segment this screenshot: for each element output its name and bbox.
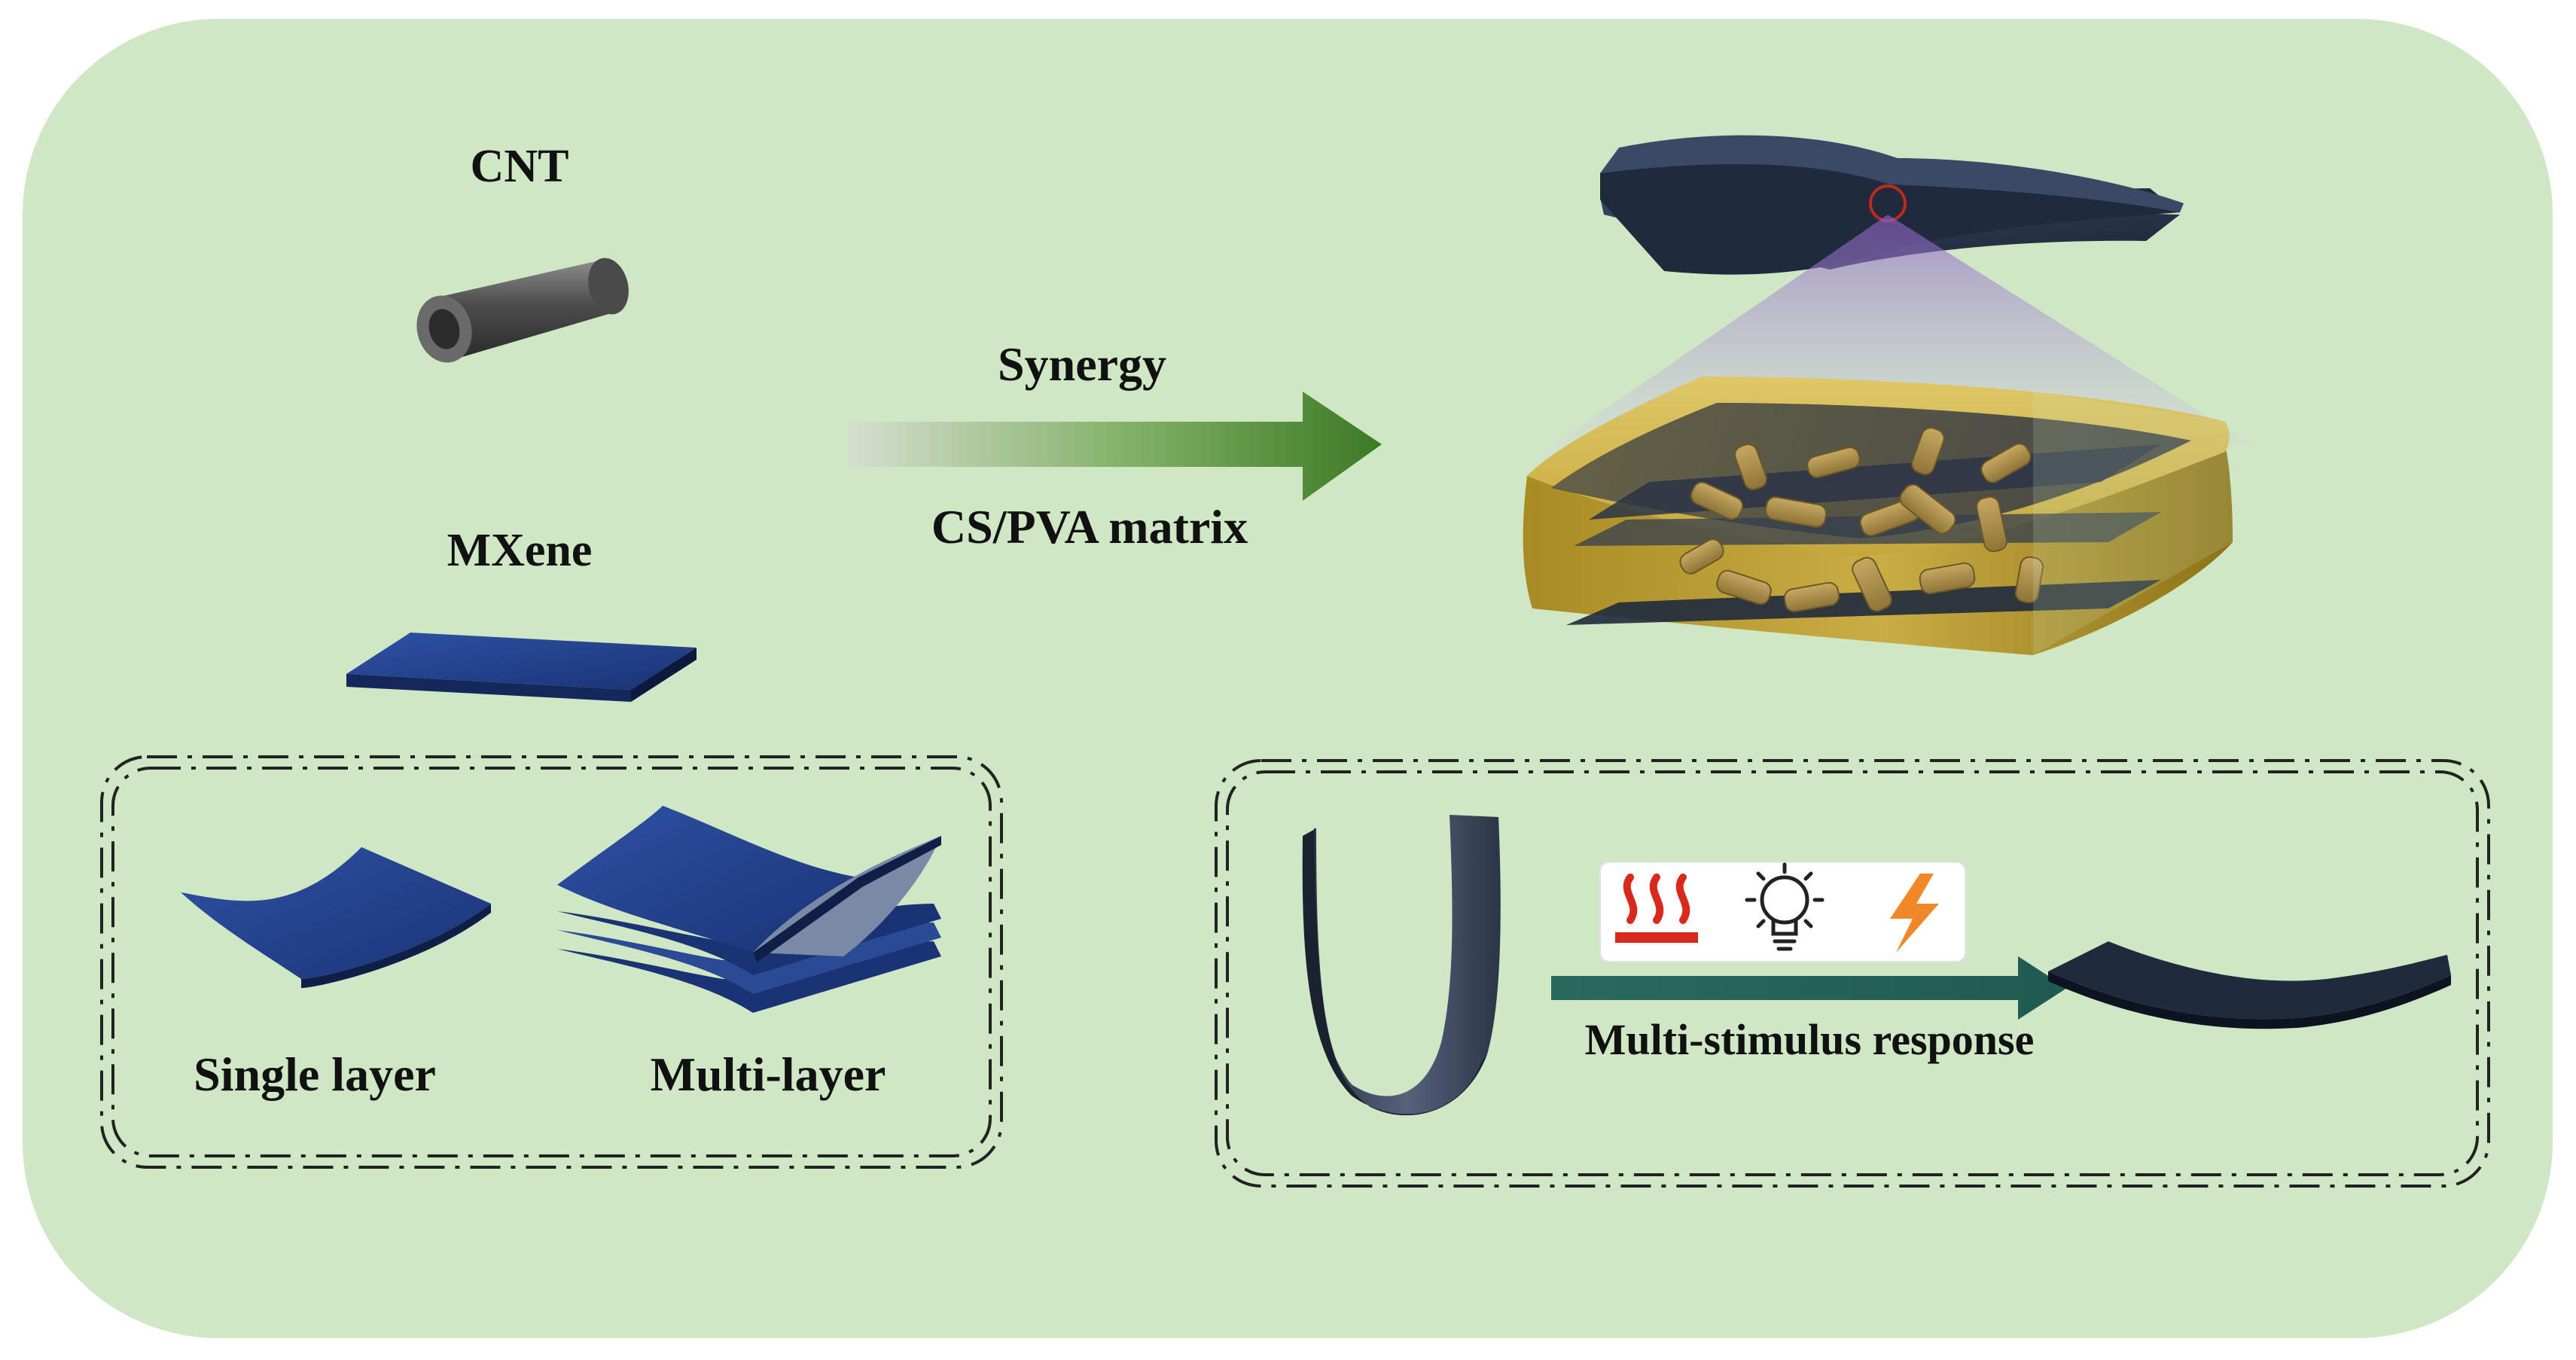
synergy-label: Synergy	[998, 337, 1166, 391]
lightning-icon	[1890, 874, 1939, 953]
light-bulb-icon	[1745, 862, 1825, 951]
single-layer-sheet-icon	[181, 847, 491, 988]
response-label: Multi-stimulus response	[1584, 1015, 2035, 1064]
multi-layer-label: Multi-layer	[650, 1047, 886, 1101]
cnt-tube-icon	[416, 258, 629, 363]
single-layer-label: Single layer	[194, 1047, 436, 1101]
flat-film-icon	[2048, 941, 2451, 1029]
matrix-block-icon	[1523, 377, 2233, 655]
mxene-forms-box	[100, 755, 1003, 1169]
response-box	[1215, 759, 2490, 1188]
multi-layer-sheets-icon	[557, 806, 941, 1013]
matrix-label: CS/PVA matrix	[931, 500, 1248, 553]
mxene-label: MXene	[447, 525, 593, 576]
response-arrow	[1551, 956, 2067, 1020]
heat-icon	[1615, 874, 1698, 943]
mxene-sheet-icon	[346, 633, 697, 702]
cnt-label: CNT	[470, 141, 569, 192]
synergy-arrow	[847, 392, 1382, 501]
bent-film-icon	[1302, 815, 1501, 1116]
